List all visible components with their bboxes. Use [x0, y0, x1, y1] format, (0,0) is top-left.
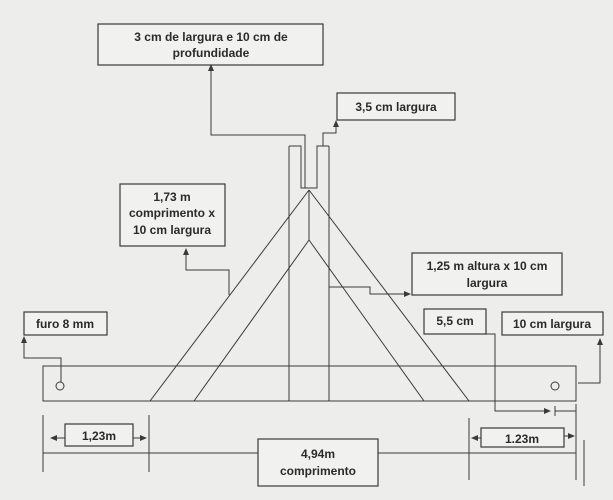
- top-slot: [289, 145, 329, 189]
- label-text: largura: [467, 276, 508, 290]
- label-text: 10 cm largura: [513, 317, 591, 331]
- label-text: profundidade: [173, 46, 250, 60]
- label-text: 1,23m: [82, 429, 116, 443]
- right-rafter-inner: [308, 239, 425, 402]
- left-rafter-outer: [149, 189, 310, 402]
- label-text: 1.23m: [505, 432, 539, 446]
- label-left-span: 1,23m: [64, 423, 134, 447]
- label-text: 1,73 m: [153, 190, 190, 204]
- label-text: 10 cm largura: [133, 223, 211, 237]
- base-beam: [42, 365, 577, 402]
- label-rafter: 1,73 m comprimento x 10 cm largura: [119, 183, 226, 247]
- left-hole: [55, 381, 65, 391]
- label-text: 5,5 cm: [436, 314, 473, 328]
- label-hole-offset: 5,5 cm: [423, 308, 487, 335]
- label-text: furo 8 mm: [36, 317, 94, 331]
- leader-lines: [21, 64, 603, 418]
- label-total-length: 4,94m comprimento: [257, 438, 379, 487]
- left-rafter-inner: [193, 239, 310, 402]
- right-rafter-outer: [308, 189, 470, 402]
- label-hole: furo 8 mm: [23, 311, 108, 336]
- label-beam-width: 10 cm largura: [501, 311, 604, 336]
- truss-structure: [42, 145, 577, 402]
- label-right-span: 1.23m: [480, 427, 565, 448]
- label-slot-depth: 3 cm de largura e 10 cm de profundidade: [97, 23, 324, 66]
- label-text: 4,94m: [301, 447, 335, 461]
- label-text: comprimento: [280, 464, 356, 478]
- label-text: 1,25 m altura x 10 cm: [427, 259, 548, 273]
- label-text: 3 cm de largura e 10 cm de: [134, 30, 288, 44]
- label-post-width: 3,5 cm largura: [336, 92, 456, 121]
- dimension-lines: [42, 415, 585, 486]
- right-hole: [550, 381, 560, 391]
- label-upright: 1,25 m altura x 10 cm largura: [411, 252, 563, 296]
- label-text: comprimento x: [129, 206, 215, 220]
- label-text: 3,5 cm largura: [355, 100, 437, 114]
